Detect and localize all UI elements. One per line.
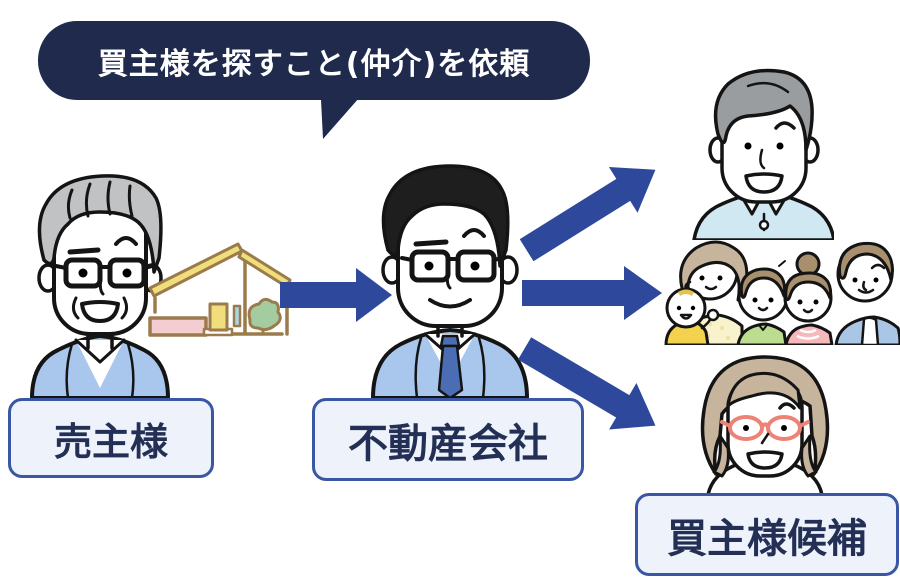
arrow-agency-to-young-man — [519, 166, 656, 262]
woman-illustration — [700, 355, 830, 495]
speech-bubble: 買主様を探すこと(仲介)を依頼 — [38, 21, 590, 100]
agency-label: 不動産会社 — [312, 398, 584, 481]
house-icon — [148, 242, 292, 337]
family-illustration — [664, 240, 900, 345]
arrow-seller-to-agency — [280, 268, 392, 322]
candidates-label-text: 買主様候補 — [667, 515, 867, 562]
seller-label: 売主様 — [8, 398, 214, 478]
speech-bubble-tail — [317, 98, 359, 139]
seller-label-text: 売主様 — [53, 419, 168, 464]
speech-bubble-text: 買主様を探すこと(仲介)を依頼 — [97, 46, 531, 82]
seller-illustration — [30, 174, 170, 398]
young-man-illustration — [692, 68, 834, 240]
arrow-agency-to-woman — [517, 337, 656, 430]
agency-label-text: 不動産会社 — [348, 420, 548, 467]
tie — [437, 334, 464, 398]
candidates-label: 買主様候補 — [635, 493, 899, 576]
arrow-agency-to-family — [522, 266, 662, 320]
agency-illustration — [371, 164, 529, 398]
